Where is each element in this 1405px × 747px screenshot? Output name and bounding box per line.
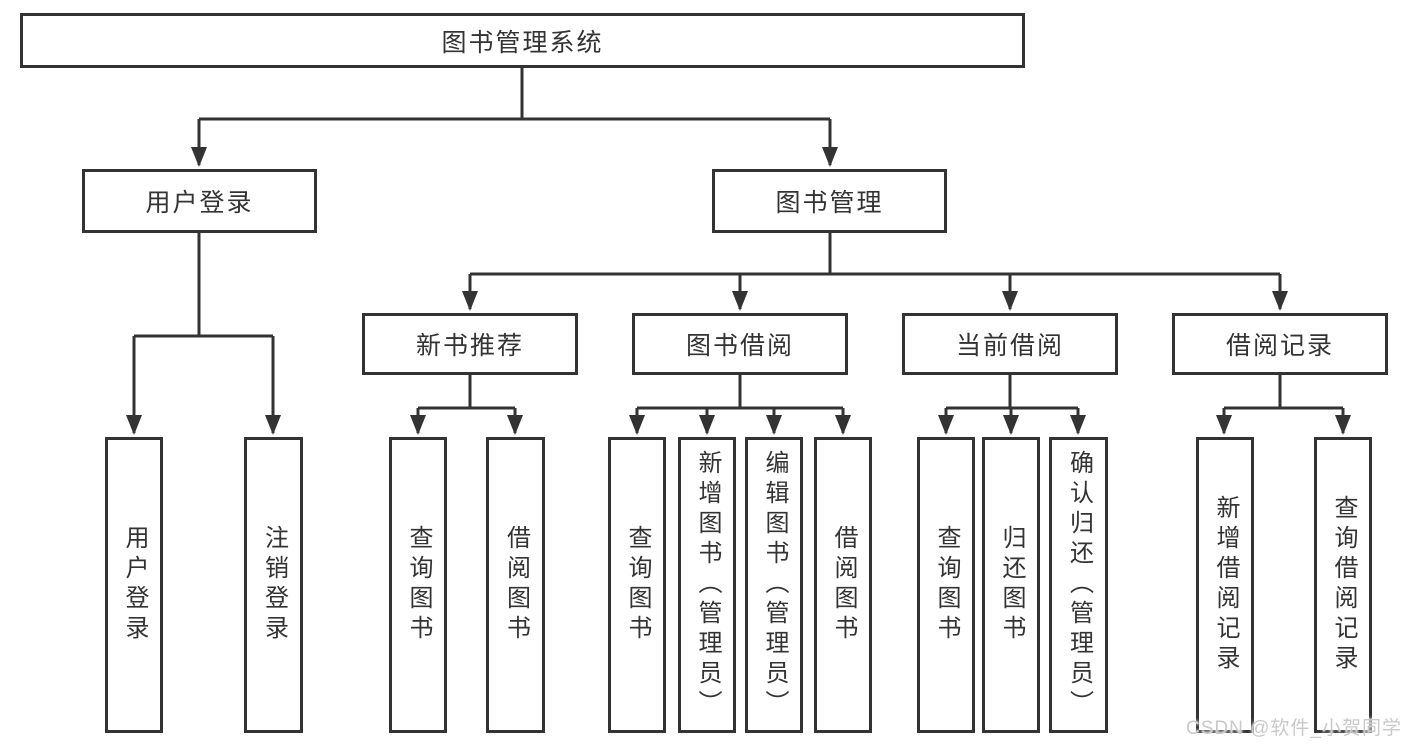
node-leaf-edit-book-admin-label: 编辑图书（管理员） xyxy=(761,450,788,720)
node-leaf-borrow-book: 借阅图书 xyxy=(814,437,872,733)
node-leaf-recommend-query-book-label: 查询图书 xyxy=(405,525,432,645)
node-leaf-user-login-label: 用户登录 xyxy=(121,525,148,645)
connector-stems xyxy=(132,68,1345,433)
node-leaf-borrow-query-book-label: 查询图书 xyxy=(624,525,651,645)
node-leaf-user-login: 用户登录 xyxy=(105,437,163,733)
node-book-management: 图书管理 xyxy=(712,169,947,233)
node-leaf-borrow-book-label: 借阅图书 xyxy=(830,525,857,645)
node-leaf-logout: 注销登录 xyxy=(244,437,303,733)
node-new-book-recommend: 新书推荐 xyxy=(362,313,578,375)
node-borrow-record-label: 借阅记录 xyxy=(1225,332,1334,360)
node-leaf-add-book-admin: 新增图书（管理员） xyxy=(678,437,736,733)
node-user-login-label: 用户登录 xyxy=(145,189,254,217)
node-leaf-recommend-query-book: 查询图书 xyxy=(389,437,447,733)
node-leaf-query-borrow-record-label: 查询借阅记录 xyxy=(1330,495,1357,675)
node-root-label: 图书管理系统 xyxy=(441,28,604,57)
node-leaf-return-book-label: 归还图书 xyxy=(998,525,1025,645)
csdn-watermark: CSDN @软件_小贺同学 xyxy=(1186,718,1402,739)
node-leaf-add-borrow-record: 新增借阅记录 xyxy=(1196,437,1254,733)
node-borrow-record: 借阅记录 xyxy=(1172,313,1388,375)
node-leaf-confirm-return-admin: 确认归还（管理员） xyxy=(1049,437,1108,733)
node-leaf-current-query-book-label: 查询图书 xyxy=(933,525,960,645)
node-leaf-add-borrow-record-label: 新增借阅记录 xyxy=(1212,495,1239,675)
node-leaf-logout-label: 注销登录 xyxy=(260,525,288,645)
node-leaf-borrow-query-book: 查询图书 xyxy=(608,437,666,733)
node-leaf-confirm-return-admin-label: 确认归还（管理员） xyxy=(1065,450,1093,720)
node-user-login: 用户登录 xyxy=(82,169,317,233)
node-leaf-recommend-borrow-book-label: 借阅图书 xyxy=(502,525,530,645)
node-leaf-current-query-book: 查询图书 xyxy=(917,437,975,733)
node-leaf-edit-book-admin: 编辑图书（管理员） xyxy=(745,437,803,733)
node-book-borrow-label: 图书借阅 xyxy=(685,332,794,360)
node-book-management-label: 图书管理 xyxy=(775,189,884,217)
node-leaf-query-borrow-record: 查询借阅记录 xyxy=(1314,437,1372,733)
node-leaf-add-book-admin-label: 新增图书（管理员） xyxy=(694,450,721,720)
node-book-borrow: 图书借阅 xyxy=(632,313,848,375)
node-current-borrow: 当前借阅 xyxy=(902,313,1118,375)
node-leaf-recommend-borrow-book: 借阅图书 xyxy=(486,437,545,733)
node-root-library-system: 图书管理系统 xyxy=(20,13,1025,68)
node-current-borrow-label: 当前借阅 xyxy=(955,332,1064,360)
node-new-book-recommend-label: 新书推荐 xyxy=(415,332,524,360)
node-leaf-return-book: 归还图书 xyxy=(982,437,1040,733)
